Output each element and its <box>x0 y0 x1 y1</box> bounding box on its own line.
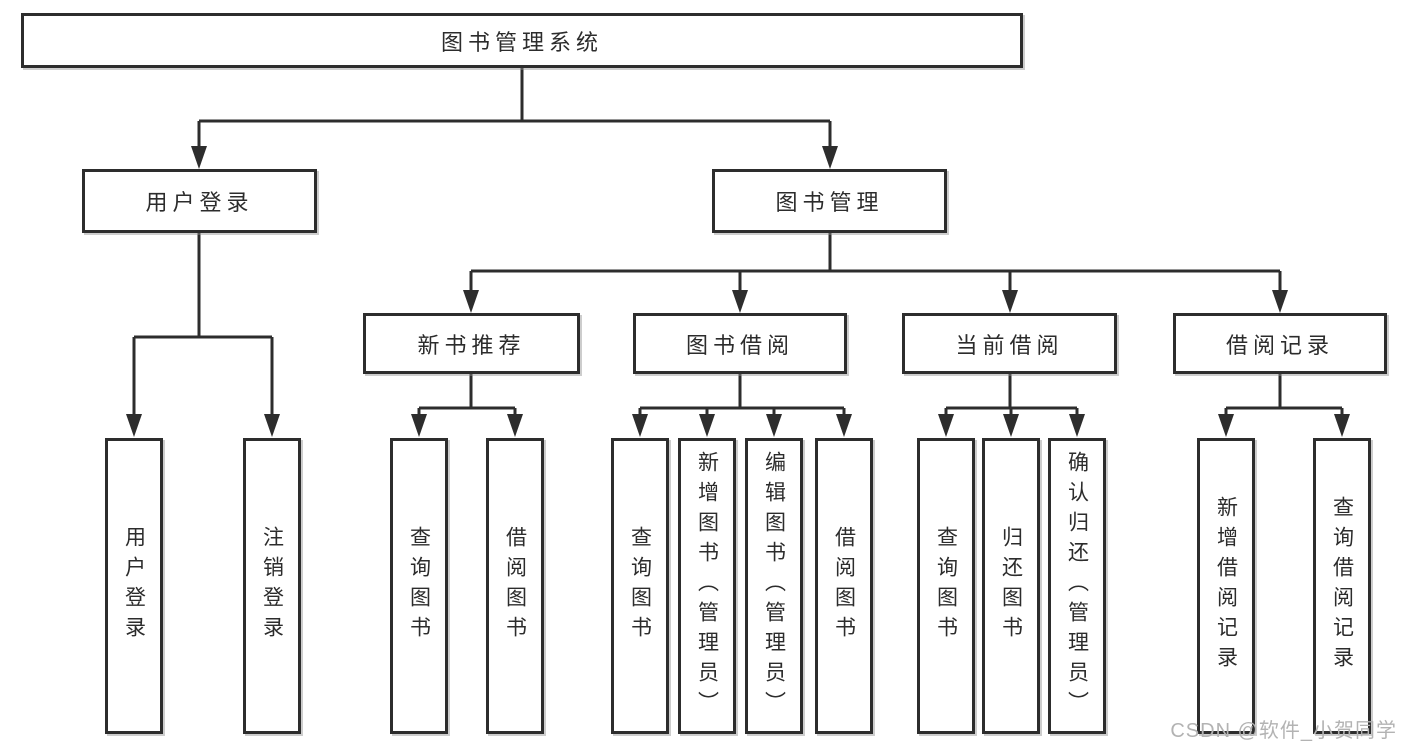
leaf-query-books-current: 查询图书 <box>917 438 975 734</box>
leaf-borrow-books-recommend: 借阅图书 <box>486 438 544 734</box>
connector-book-management-group <box>469 233 1282 292</box>
arrowheads <box>126 146 1350 437</box>
leaf-add-borrow-record: 新增借阅记录 <box>1197 438 1255 734</box>
leaf-confirm-return-admin: 确认归还（管理员） <box>1048 438 1106 734</box>
leaf-query-borrow-record: 查询借阅记录 <box>1313 438 1371 734</box>
leaf-add-book-admin: 新增图书（管理员） <box>678 438 736 734</box>
connector-borrow-records-group <box>1224 374 1344 416</box>
leaf-edit-book-admin: 编辑图书（管理员） <box>745 438 803 734</box>
leaf-borrow-books-borrow: 借阅图书 <box>815 438 873 734</box>
leaf-logout: 注销登录 <box>243 438 301 734</box>
leaf-query-books-borrow: 查询图书 <box>611 438 669 734</box>
node-new-book-recommend: 新书推荐 <box>363 313 580 374</box>
node-book-borrow: 图书借阅 <box>633 313 847 374</box>
connector-new-book-group <box>417 374 517 416</box>
connector-root <box>197 68 832 148</box>
leaf-query-books-recommend: 查询图书 <box>390 438 448 734</box>
leaf-user-login: 用户登录 <box>105 438 163 734</box>
connector-book-borrow-group <box>638 374 846 416</box>
node-root: 图书管理系统 <box>21 13 1023 68</box>
node-user-login: 用户登录 <box>82 169 317 233</box>
node-book-management: 图书管理 <box>712 169 947 233</box>
node-borrow-records: 借阅记录 <box>1173 313 1387 374</box>
csdn-watermark: CSDN @软件_小贺同学 <box>1170 720 1397 742</box>
node-current-borrow: 当前借阅 <box>902 313 1117 374</box>
connector-current-borrow-group <box>944 374 1079 416</box>
connector-user-login-group <box>132 233 274 415</box>
leaf-return-book: 归还图书 <box>982 438 1040 734</box>
